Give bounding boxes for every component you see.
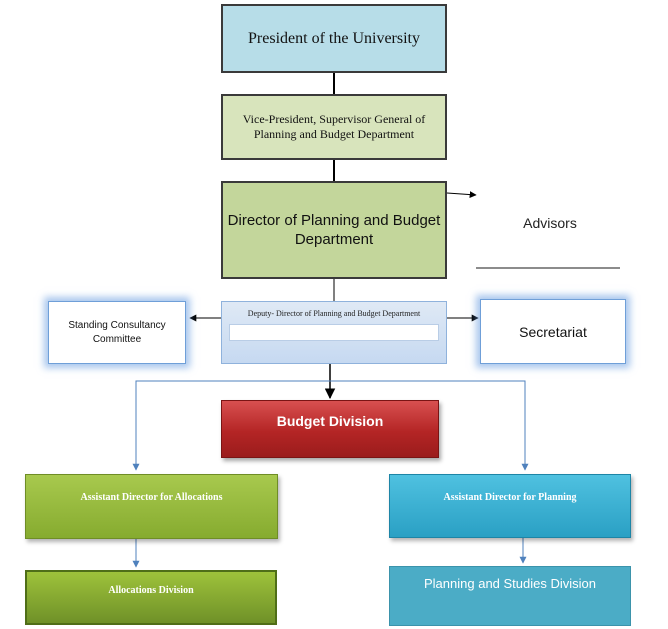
- connector-split-to-planning: [330, 380, 529, 471]
- deputy-director-label: Deputy- Director of Planning and Budget …: [247, 309, 421, 318]
- deputy-director-box: Deputy- Director of Planning and Budget …: [221, 301, 447, 364]
- advisors-label: Advisors: [523, 215, 577, 231]
- allocations-division-label: Allocations Division: [108, 585, 194, 596]
- assistant-allocations-label: Assistant Director for Allocations: [80, 492, 223, 503]
- director-box: Director of Planning and Budget Departme…: [221, 181, 447, 279]
- deputy-director-field: [229, 324, 439, 341]
- secretariat-box: Secretariat: [480, 299, 626, 364]
- secretariat-label: Secretariat: [519, 323, 587, 340]
- assistant-planning-label: Assistant Director for Planning: [443, 492, 577, 503]
- planning-division-box: Planning and Studies Division: [389, 566, 631, 626]
- advisors-underline: [476, 267, 620, 269]
- assistant-planning-box: Assistant Director for Planning: [389, 474, 631, 538]
- allocations-division-box: Allocations Division: [25, 570, 277, 625]
- budget-division-label: Budget Division: [276, 413, 384, 429]
- planning-division-label: Planning and Studies Division: [424, 576, 596, 591]
- connector-split-to-assistants: [132, 380, 330, 471]
- advisors-box: Advisors: [500, 212, 600, 234]
- president-box: President of the University: [221, 4, 447, 73]
- president-label: President of the University: [248, 29, 420, 47]
- vice-president-label: Vice-President, Supervisor General of Pl…: [242, 112, 426, 141]
- arrow-to-advisors: [446, 191, 477, 199]
- standing-committee-label: Standing Consultancy Committee: [68, 319, 166, 345]
- assistant-allocations-box: Assistant Director for Allocations: [25, 474, 278, 539]
- standing-committee-box: Standing Consultancy Committee: [48, 301, 186, 364]
- budget-division-box: Budget Division: [221, 400, 439, 458]
- director-label: Director of Planning and Budget Departme…: [227, 212, 441, 248]
- vice-president-box: Vice-President, Supervisor General of Pl…: [221, 94, 447, 160]
